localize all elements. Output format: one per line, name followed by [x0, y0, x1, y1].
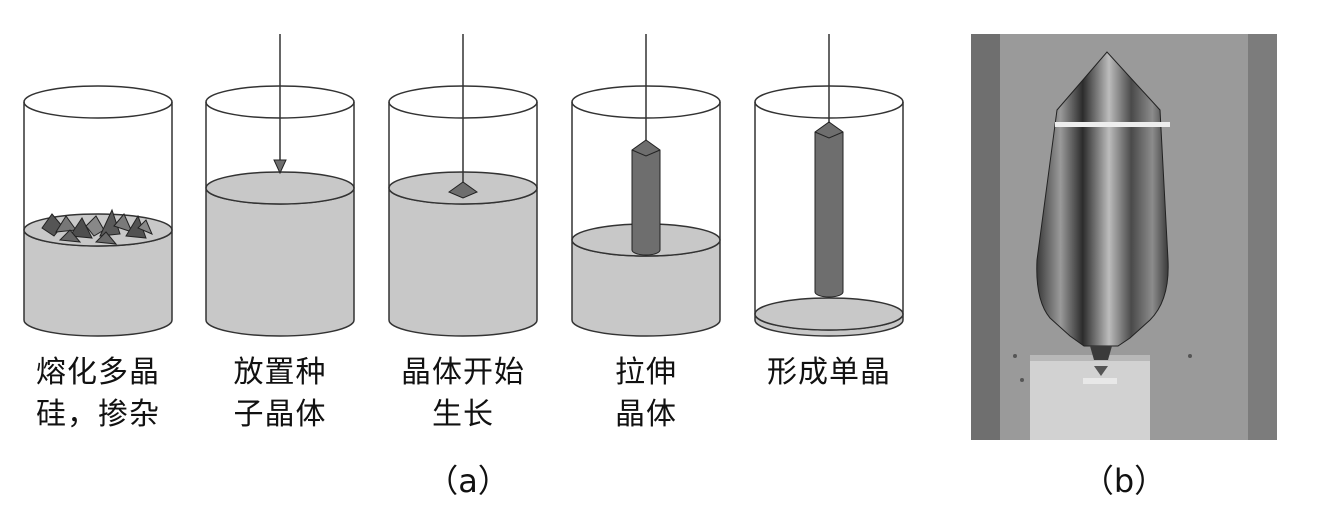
- step-label-line: 生长: [432, 397, 494, 432]
- step-label-line: 熔化多晶: [36, 355, 160, 390]
- growing-crystal: [447, 181, 479, 199]
- polysilicon-chunks: [41, 208, 153, 245]
- step-label-line: 晶体: [615, 397, 677, 432]
- step-label-3: 晶体开始 生长: [378, 352, 548, 436]
- step-3-crucible: [388, 34, 538, 337]
- crystal-ingot: [814, 121, 844, 298]
- step-label-1: 熔化多晶 硅，掺杂: [13, 352, 183, 436]
- ingot-photo: [971, 34, 1277, 440]
- melt-body: [205, 187, 355, 337]
- step-label-4: 拉伸 晶体: [561, 352, 731, 436]
- step-label-line: 硅，掺杂: [36, 397, 160, 432]
- seed-crystal: [273, 159, 287, 175]
- step-label-line: 子晶体: [233, 397, 327, 432]
- panel-a-label: （a）: [426, 462, 510, 500]
- step-label-2: 放置种 子晶体: [195, 352, 365, 436]
- crucible-rim: [23, 85, 173, 119]
- step-label-line: 放置种: [233, 355, 327, 390]
- step-1-crucible: [23, 85, 173, 337]
- step-5-crucible: [754, 34, 904, 337]
- melt-surface: [205, 171, 355, 205]
- display-pedestal: [1030, 355, 1150, 440]
- melt-surface: [754, 297, 904, 331]
- step-label-line: 拉伸: [615, 355, 677, 390]
- step-label-line: 晶体开始: [401, 355, 525, 390]
- panel-b-label: （b）: [1081, 462, 1167, 500]
- step-label-line: 形成单晶: [767, 355, 891, 390]
- step-label-5: 形成单晶: [744, 352, 914, 394]
- crystal-ingot: [631, 139, 661, 256]
- step-2-crucible: [205, 34, 355, 337]
- melt-body: [388, 187, 538, 337]
- step-4-crucible: [571, 34, 721, 337]
